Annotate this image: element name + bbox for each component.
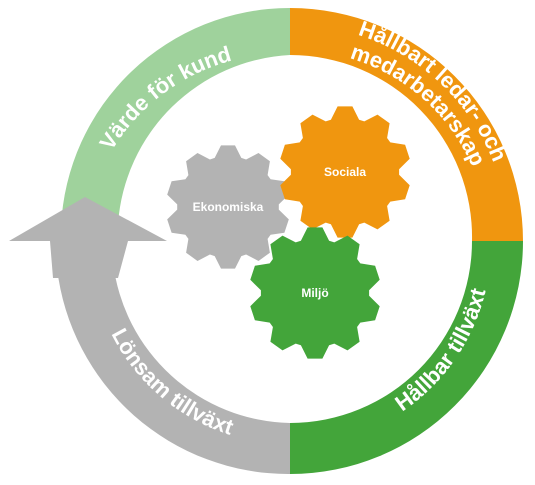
- ring-segment-sustainable-growth: [290, 241, 523, 474]
- gear-label-social: Sociala: [324, 165, 366, 179]
- ring-segment-profitable-growth: [57, 240, 290, 475]
- ring-segment-leadership: [290, 8, 523, 241]
- gear-environment-icon: Miljö: [250, 227, 380, 359]
- cycle-arrow-icon: [9, 197, 167, 278]
- gear-label-environment: Miljö: [301, 286, 328, 300]
- gear-economic-icon: Ekonomiska: [167, 145, 289, 269]
- ring-segment-customer-value: [61, 7, 290, 227]
- gear-social-icon: Sociala: [280, 106, 410, 238]
- gear-label-economic: Ekonomiska: [193, 200, 264, 214]
